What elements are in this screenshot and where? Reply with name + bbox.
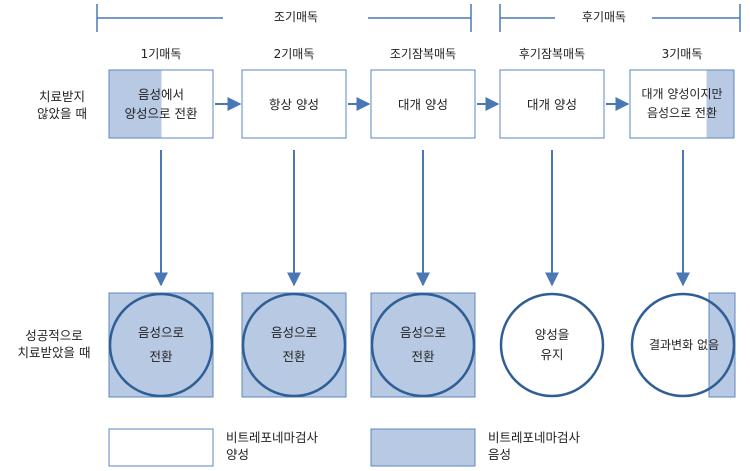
stage-label-2: 2기매독 bbox=[273, 47, 315, 61]
row-label-treated: 성공적으로 치료받았을 때 bbox=[17, 328, 91, 360]
untreated-box-5 bbox=[629, 69, 735, 139]
early-syphilis-bracket bbox=[96, 4, 472, 32]
late-syphilis-bracket bbox=[499, 4, 741, 32]
treated-result-5-text: 결과변화 없음 bbox=[648, 337, 720, 352]
untreated-box-3-text: 대개 양성 bbox=[398, 96, 448, 112]
treated-result-1-text: 음성으로 전환 bbox=[137, 325, 184, 364]
untreated-box-2 bbox=[241, 69, 347, 139]
untreated-box-4-text: 대개 양성 bbox=[527, 96, 577, 112]
stage-label-5: 3기매독 bbox=[661, 47, 703, 61]
treated-result-5 bbox=[630, 292, 736, 398]
treated-result-4-text: 양성을 유지 bbox=[534, 327, 570, 362]
treated-result-1 bbox=[108, 292, 214, 398]
untreated-box-3 bbox=[370, 69, 476, 139]
row-label-untreated: 치료받지 않았을 때 bbox=[37, 89, 87, 121]
stage-label-1: 1기매독 bbox=[140, 47, 182, 61]
stage-label-4: 후기잠복매독 bbox=[518, 47, 586, 61]
untreated-box-2-text: 항상 양성 bbox=[269, 96, 319, 112]
untreated-box-1-text: 음성에서 양성으로 전환 bbox=[124, 87, 198, 121]
treated-result-3 bbox=[370, 292, 476, 398]
legend-positive-label: 비트레포네마검사 양성 bbox=[226, 430, 319, 462]
untreated-box-5-text: 대개 양성이지만 음성으로 전환 bbox=[641, 87, 723, 120]
late-syphilis-label: 후기매독 bbox=[581, 10, 627, 24]
legend-positive-swatch bbox=[108, 428, 214, 467]
treated-result-4 bbox=[499, 292, 605, 398]
treated-result-2-text: 음성으로 전환 bbox=[270, 325, 317, 364]
treated-result-3-text: 음성으로 전환 bbox=[399, 325, 446, 364]
early-syphilis-label: 조기매독 bbox=[273, 10, 319, 24]
legend-negative-swatch bbox=[370, 428, 476, 467]
untreated-box-1 bbox=[108, 69, 214, 139]
treated-result-2 bbox=[241, 292, 347, 398]
untreated-box-4 bbox=[499, 69, 605, 139]
stage-label-3: 조기잠복매독 bbox=[389, 47, 457, 61]
legend-negative-label: 비트레포네마검사 음성 bbox=[488, 430, 581, 462]
